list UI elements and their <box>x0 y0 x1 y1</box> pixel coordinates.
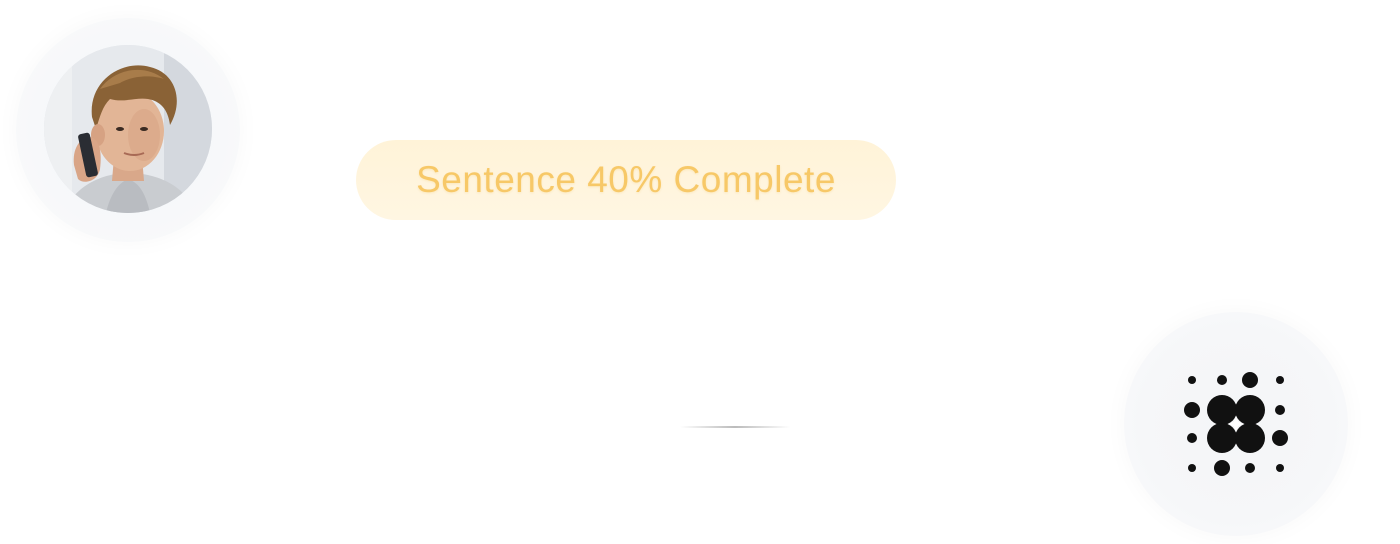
logo-dot <box>1187 433 1197 443</box>
caller-avatar[interactable] <box>44 45 212 213</box>
logo-dot <box>1245 463 1255 473</box>
logo-dot <box>1207 395 1237 425</box>
logo-dot <box>1217 375 1227 385</box>
logo-dot <box>1276 464 1284 472</box>
sentence-progress-label: Sentence 40% Complete <box>416 159 836 200</box>
logo-dot <box>1275 405 1285 415</box>
logo-dot <box>1235 423 1265 453</box>
dot-grid-logo-icon[interactable] <box>1176 364 1296 484</box>
logo-dot <box>1188 376 1196 384</box>
sentence-progress-pill: Sentence 40% Complete <box>356 140 896 220</box>
transcript-divider <box>680 426 790 428</box>
logo-dot <box>1242 372 1258 388</box>
logo-dot <box>1188 464 1196 472</box>
logo-dot <box>1272 430 1288 446</box>
logo-dot <box>1184 402 1200 418</box>
logo-dot <box>1276 376 1284 384</box>
person-on-phone-avatar-icon <box>44 45 212 213</box>
logo-dot <box>1214 460 1230 476</box>
logo-dot <box>1207 423 1237 453</box>
logo-dot <box>1235 395 1265 425</box>
